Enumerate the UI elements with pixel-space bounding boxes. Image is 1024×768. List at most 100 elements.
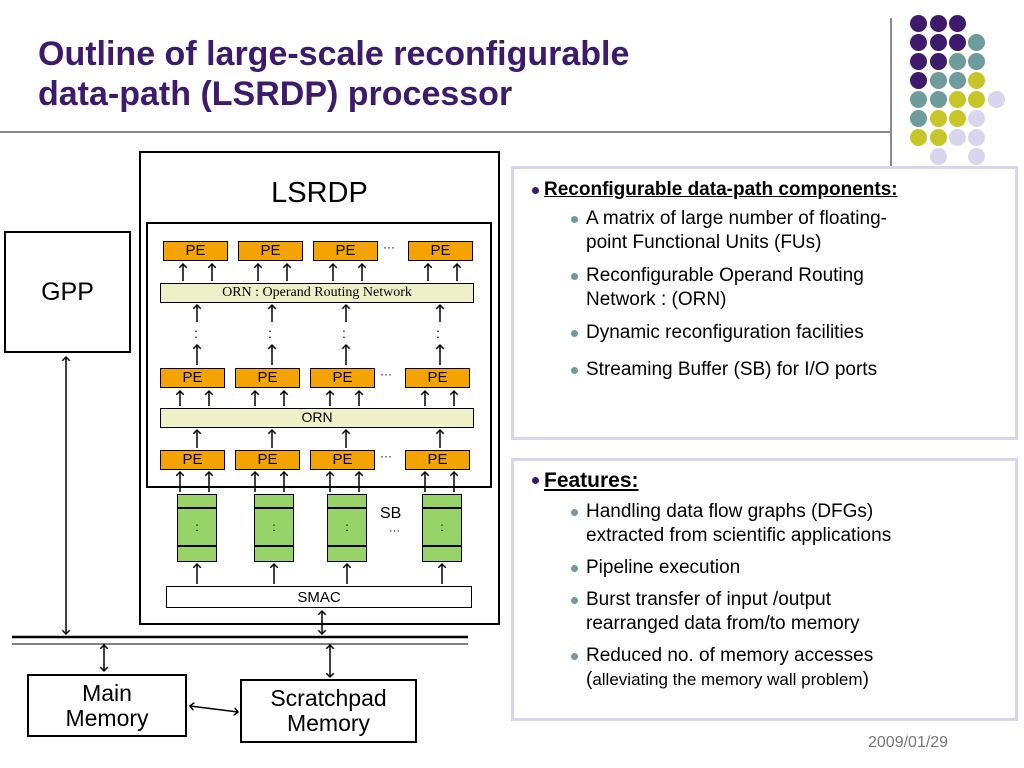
- dot: [949, 91, 966, 108]
- components-item-3: Dynamic reconfiguration facilities: [564, 321, 1005, 345]
- sb-1-vdots: :: [195, 520, 199, 534]
- orn-middle-label: ORN: [301, 409, 333, 425]
- pe-row2-col4: PE: [405, 368, 470, 388]
- dot: [968, 148, 985, 165]
- components-heading-text: Reconfigurable data-path components:: [544, 179, 898, 200]
- pe-row3-ellipsis: ···: [380, 449, 392, 463]
- gpp-label: GPP: [41, 277, 94, 306]
- dot: [910, 129, 927, 146]
- pe-row1-col1: PE: [163, 241, 228, 261]
- sb-label: SB: [380, 505, 402, 522]
- components-item-3-line-1: Dynamic reconfiguration facilities: [586, 322, 864, 343]
- vdots-col3: :: [342, 325, 346, 341]
- features-item-3-line-1: Burst transfer of input /output: [586, 589, 832, 610]
- pe-row1-col2: PE: [238, 241, 303, 261]
- dot: [949, 129, 966, 146]
- dot: [930, 129, 947, 146]
- dot: [910, 34, 927, 51]
- smac-box: SMAC: [166, 586, 472, 608]
- pe-row2-col1: PE: [160, 368, 225, 388]
- components-item-1-line-2: point Functional Units (FUs): [586, 232, 822, 253]
- streaming-buffer-2: :: [254, 494, 294, 562]
- dot: [930, 15, 947, 32]
- dot: [930, 72, 947, 89]
- dot: [930, 53, 947, 70]
- lsrdp-label: LSRDP: [271, 177, 368, 209]
- components-item-2-line-1: Reconfigurable Operand Routing: [586, 265, 864, 286]
- streaming-buffer-4: :: [422, 494, 462, 562]
- smac-label: SMAC: [297, 588, 341, 606]
- dot: [949, 34, 966, 51]
- pe-row3-col4: PE: [405, 450, 470, 470]
- components-panel: Reconfigurable data-path components: A m…: [511, 166, 1018, 440]
- components-heading: Reconfigurable data-path components:: [520, 179, 1005, 201]
- orn-top: ORN : Operand Routing Network: [160, 283, 474, 303]
- features-item-4-line-1: Reduced no. of memory accesses: [586, 645, 874, 666]
- dot: [910, 53, 927, 70]
- sb-ellipsis: ···: [389, 525, 400, 537]
- pe-array-box: [146, 222, 492, 488]
- pe-row2-col3: PE: [310, 368, 375, 388]
- dot: [910, 91, 927, 108]
- dot: [930, 34, 947, 51]
- main-memory-label-line-1: Main: [82, 679, 132, 706]
- dot: [968, 72, 985, 89]
- orn-middle: ORN: [160, 408, 474, 428]
- sb-2-vdots: :: [272, 520, 276, 534]
- main-memory-label-line-2: Memory: [65, 704, 149, 731]
- dot: [968, 53, 985, 70]
- scratchpad-memory-box: Scratchpad Memory: [240, 679, 417, 743]
- streaming-buffer-3: :: [327, 494, 367, 562]
- pe-row1-col3: PE: [313, 241, 378, 261]
- pe-row3-col1: PE: [160, 450, 225, 470]
- pe-row1-col4: PE: [408, 241, 473, 261]
- dot: [968, 110, 985, 127]
- dot: [910, 110, 927, 127]
- scratchpad-memory-label-line-1: Scratchpad: [270, 685, 387, 711]
- dot: [949, 110, 966, 127]
- slide-title-line-2: data-path (LSRDP) processor: [38, 75, 513, 113]
- title-underline-rule: [0, 131, 890, 133]
- components-item-1: A matrix of large number of floating- po…: [564, 207, 1005, 255]
- vdots-col2: :: [268, 325, 272, 341]
- features-heading: Features:: [520, 469, 1005, 493]
- streaming-buffer-1: :: [177, 494, 217, 562]
- dot: [910, 72, 927, 89]
- features-item-4-note: alleviating the memory wall problem: [592, 670, 863, 689]
- vdots-col1: :: [194, 325, 198, 341]
- slide-title: Outline of large-scale reconfigurable da…: [38, 34, 838, 114]
- components-item-1-line-1: A matrix of large number of floating-: [586, 208, 887, 229]
- vdots-col4: :: [436, 325, 440, 341]
- sb-3-vdots: :: [345, 520, 349, 534]
- components-item-2: Reconfigurable Operand Routing Network :…: [564, 264, 1005, 312]
- pe-row2-col2: PE: [235, 368, 300, 388]
- features-heading-text: Features:: [544, 469, 639, 492]
- dot: [949, 15, 966, 32]
- components-item-4: Streaming Buffer (SB) for I/O ports: [564, 358, 1005, 382]
- gpp-box: GPP: [4, 231, 131, 353]
- features-panel: Features: Handling data flow graphs (DFG…: [511, 458, 1018, 721]
- features-item-1-line-2: extracted from scientific applications: [586, 525, 892, 546]
- features-item-3-line-2: rearranged data from/to memory: [586, 613, 860, 634]
- features-item-1: Handling data flow graphs (DFGs) extract…: [564, 500, 1005, 548]
- dot: [988, 91, 1005, 108]
- features-item-4: Reduced no. of memory accesses (alleviat…: [564, 644, 1005, 692]
- sb-4-vdots: :: [440, 520, 444, 534]
- dot: [949, 53, 966, 70]
- features-item-1-line-1: Handling data flow graphs (DFGs): [586, 501, 874, 522]
- dot: [949, 72, 966, 89]
- dot: [968, 91, 985, 108]
- scratchpad-memory-label-line-2: Memory: [286, 710, 371, 736]
- pe-row2-ellipsis: ···: [380, 367, 392, 381]
- corner-vertical-rule: [890, 18, 892, 166]
- dot: [930, 110, 947, 127]
- pe-row1-ellipsis: ···: [383, 240, 395, 254]
- components-item-4-line-1: Streaming Buffer (SB) for I/O ports: [586, 359, 878, 380]
- slide-date: 2009/01/29: [868, 734, 949, 751]
- dot: [968, 34, 985, 51]
- components-item-2-line-2: Network : (ORN): [586, 289, 727, 310]
- slide-title-line-1: Outline of large-scale reconfigurable: [38, 35, 630, 73]
- features-item-4-close-paren: ): [862, 669, 869, 690]
- features-item-2: Pipeline execution: [564, 556, 1005, 580]
